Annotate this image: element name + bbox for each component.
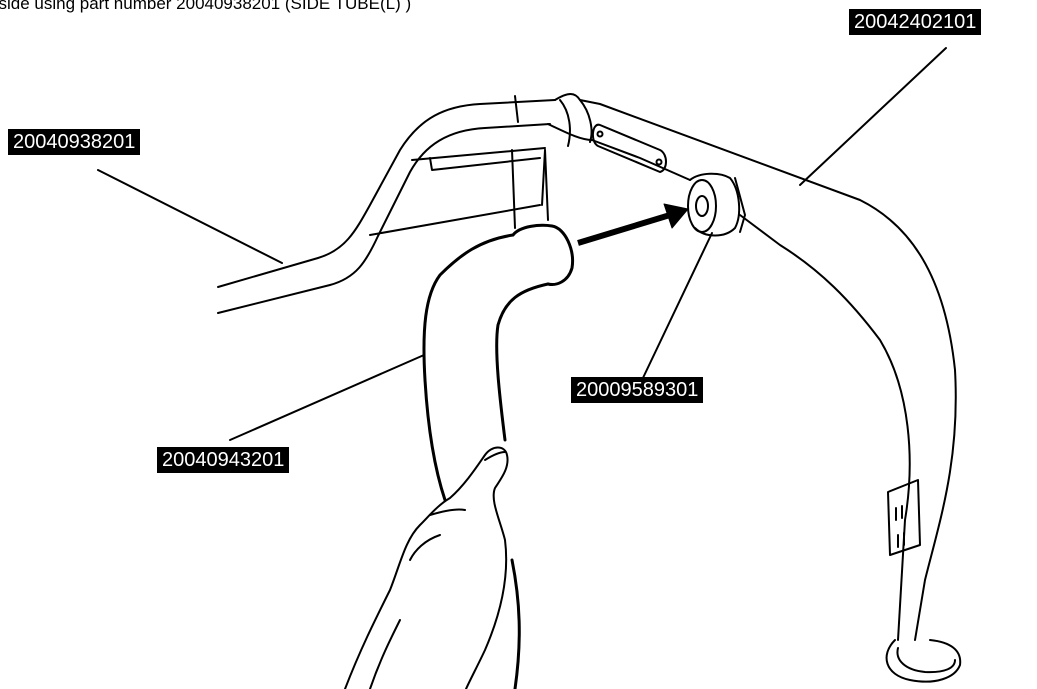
part-label-top-tube: 20042402101 (849, 9, 982, 35)
insertion-arrow (577, 203, 689, 246)
joint-socket (687, 172, 746, 237)
leader-lines (97, 47, 947, 441)
top-tube (547, 93, 962, 683)
part-label-joint-plug: 20009589301 (571, 377, 704, 403)
part-label-upright-tube: 20040943201 (157, 447, 290, 473)
upright-tube (422, 223, 575, 689)
instruction-caption: l side using part number 20040938201 (SI… (0, 0, 412, 13)
part-label-left-side-tube: 20040938201 (8, 129, 141, 155)
left-side-tube (217, 95, 556, 314)
hand-illustration (344, 446, 509, 689)
rear-frame-bar (369, 147, 549, 236)
